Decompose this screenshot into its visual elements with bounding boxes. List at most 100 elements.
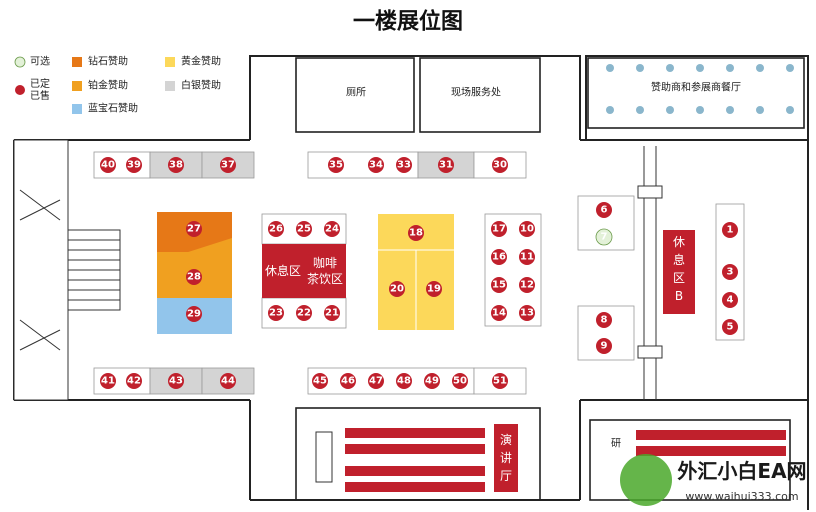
booth-11[interactable]: 11: [519, 249, 535, 265]
booth-39[interactable]: 39: [126, 157, 142, 173]
booth-marker: [396, 157, 412, 173]
booth-35[interactable]: 35: [328, 157, 344, 173]
booth-marker: [596, 338, 612, 354]
booth-marker: [340, 373, 356, 389]
booth-4[interactable]: 4: [722, 292, 738, 308]
booth-46[interactable]: 46: [340, 373, 356, 389]
booth-31[interactable]: 31: [438, 157, 454, 173]
booth-number: 48: [397, 376, 411, 387]
legend: 可选 已定已售 钻石赞助 铂金赞助 蓝宝石赞助 黄金赞助 白银赞助: [14, 55, 221, 115]
booth-21[interactable]: 21: [324, 305, 340, 321]
booth-marker: [491, 277, 507, 293]
booth-number: 34: [369, 160, 383, 171]
booth-29[interactable]: 29: [186, 306, 202, 322]
booth-38[interactable]: 38: [168, 157, 184, 173]
page-title: 一楼展位图: [353, 9, 463, 35]
booth-number: 50: [453, 376, 467, 387]
booth-number: 17: [492, 224, 506, 235]
booth-8[interactable]: 8: [596, 312, 612, 328]
booth-44[interactable]: 44: [220, 373, 236, 389]
watermark-url: www.waihui333.com: [685, 490, 798, 503]
booth-marker: [595, 228, 613, 246]
booth-number: 11: [520, 252, 534, 263]
booth-number: 5: [727, 322, 734, 333]
legend-silver-label: 白银赞助: [181, 79, 221, 92]
booth-27[interactable]: 27: [186, 221, 202, 237]
booth-13[interactable]: 13: [519, 305, 535, 321]
booth-number: 15: [492, 280, 506, 291]
booth-number: 12: [520, 280, 534, 291]
booth-marker: [722, 319, 738, 335]
booth-12[interactable]: 12: [519, 277, 535, 293]
booth-14[interactable]: 14: [491, 305, 507, 321]
booth-33[interactable]: 33: [396, 157, 412, 173]
booth-marker: [268, 221, 284, 237]
booth-marker: [424, 373, 440, 389]
legend-gold-swatch: [165, 57, 175, 67]
legend-diamond-label: 钻石赞助: [88, 55, 128, 68]
booth-16[interactable]: 16: [491, 249, 507, 265]
booth-23[interactable]: 23: [268, 305, 284, 321]
booth-25[interactable]: 25: [296, 221, 312, 237]
legend-diamond-swatch: [72, 57, 82, 67]
booth-19[interactable]: 19: [426, 281, 442, 297]
booth-marker: [100, 373, 116, 389]
booth-18[interactable]: 18: [408, 225, 424, 241]
booth-20[interactable]: 20: [389, 281, 405, 297]
booth-6[interactable]: 6: [596, 202, 612, 218]
booth-30[interactable]: 30: [492, 157, 508, 173]
booth-34[interactable]: 34: [368, 157, 384, 173]
booth-number: 43: [169, 376, 183, 387]
booth-marker: [296, 305, 312, 321]
booth-22[interactable]: 22: [296, 305, 312, 321]
booth-7[interactable]: 7: [595, 228, 613, 246]
booth-1[interactable]: 1: [722, 222, 738, 238]
booth-45[interactable]: 45: [312, 373, 328, 389]
booth-40[interactable]: 40: [100, 157, 116, 173]
booth-number: 46: [341, 376, 355, 387]
booth-10[interactable]: 10: [519, 221, 535, 237]
booth-number: 28: [187, 272, 201, 283]
booth-number: 42: [127, 376, 141, 387]
booth-marker: [519, 305, 535, 321]
booth-marker: [596, 202, 612, 218]
legend-platinum-swatch: [72, 81, 82, 91]
booth-marker: [492, 157, 508, 173]
booth-marker: [491, 221, 507, 237]
lecture-hall-label: 演讲厅: [500, 432, 512, 483]
booth-37[interactable]: 37: [220, 157, 236, 173]
booth-number: 6: [601, 205, 608, 216]
booth-3[interactable]: 3: [722, 264, 738, 280]
booth-24[interactable]: 24: [324, 221, 340, 237]
booth-number: 4: [727, 295, 734, 306]
booth-26[interactable]: 26: [268, 221, 284, 237]
booth-47[interactable]: 47: [368, 373, 384, 389]
booth-number: 27: [187, 224, 201, 235]
booth-number: 14: [492, 308, 506, 319]
booth-number: 7: [601, 232, 608, 243]
booth-marker: [408, 225, 424, 241]
booth-marker: [220, 373, 236, 389]
legend-silver-swatch: [165, 81, 175, 91]
legend-sapphire-swatch: [72, 104, 82, 114]
booth-43[interactable]: 43: [168, 373, 184, 389]
booth-42[interactable]: 42: [126, 373, 142, 389]
booth-17[interactable]: 17: [491, 221, 507, 237]
booth-marker: [491, 305, 507, 321]
booth-number: 1: [727, 225, 734, 236]
booth-50[interactable]: 50: [452, 373, 468, 389]
booth-51[interactable]: 51: [492, 373, 508, 389]
booth-marker: [519, 277, 535, 293]
escalator: [637, 146, 663, 400]
booth-41[interactable]: 41: [100, 373, 116, 389]
booth-number: 35: [329, 160, 343, 171]
booth-28[interactable]: 28: [186, 269, 202, 285]
booth-49[interactable]: 49: [424, 373, 440, 389]
booth-15[interactable]: 15: [491, 277, 507, 293]
booth-marker: [368, 373, 384, 389]
booth-48[interactable]: 48: [396, 373, 412, 389]
booth-9[interactable]: 9: [596, 338, 612, 354]
rest-area-b: [663, 230, 695, 314]
booth-5[interactable]: 5: [722, 319, 738, 335]
